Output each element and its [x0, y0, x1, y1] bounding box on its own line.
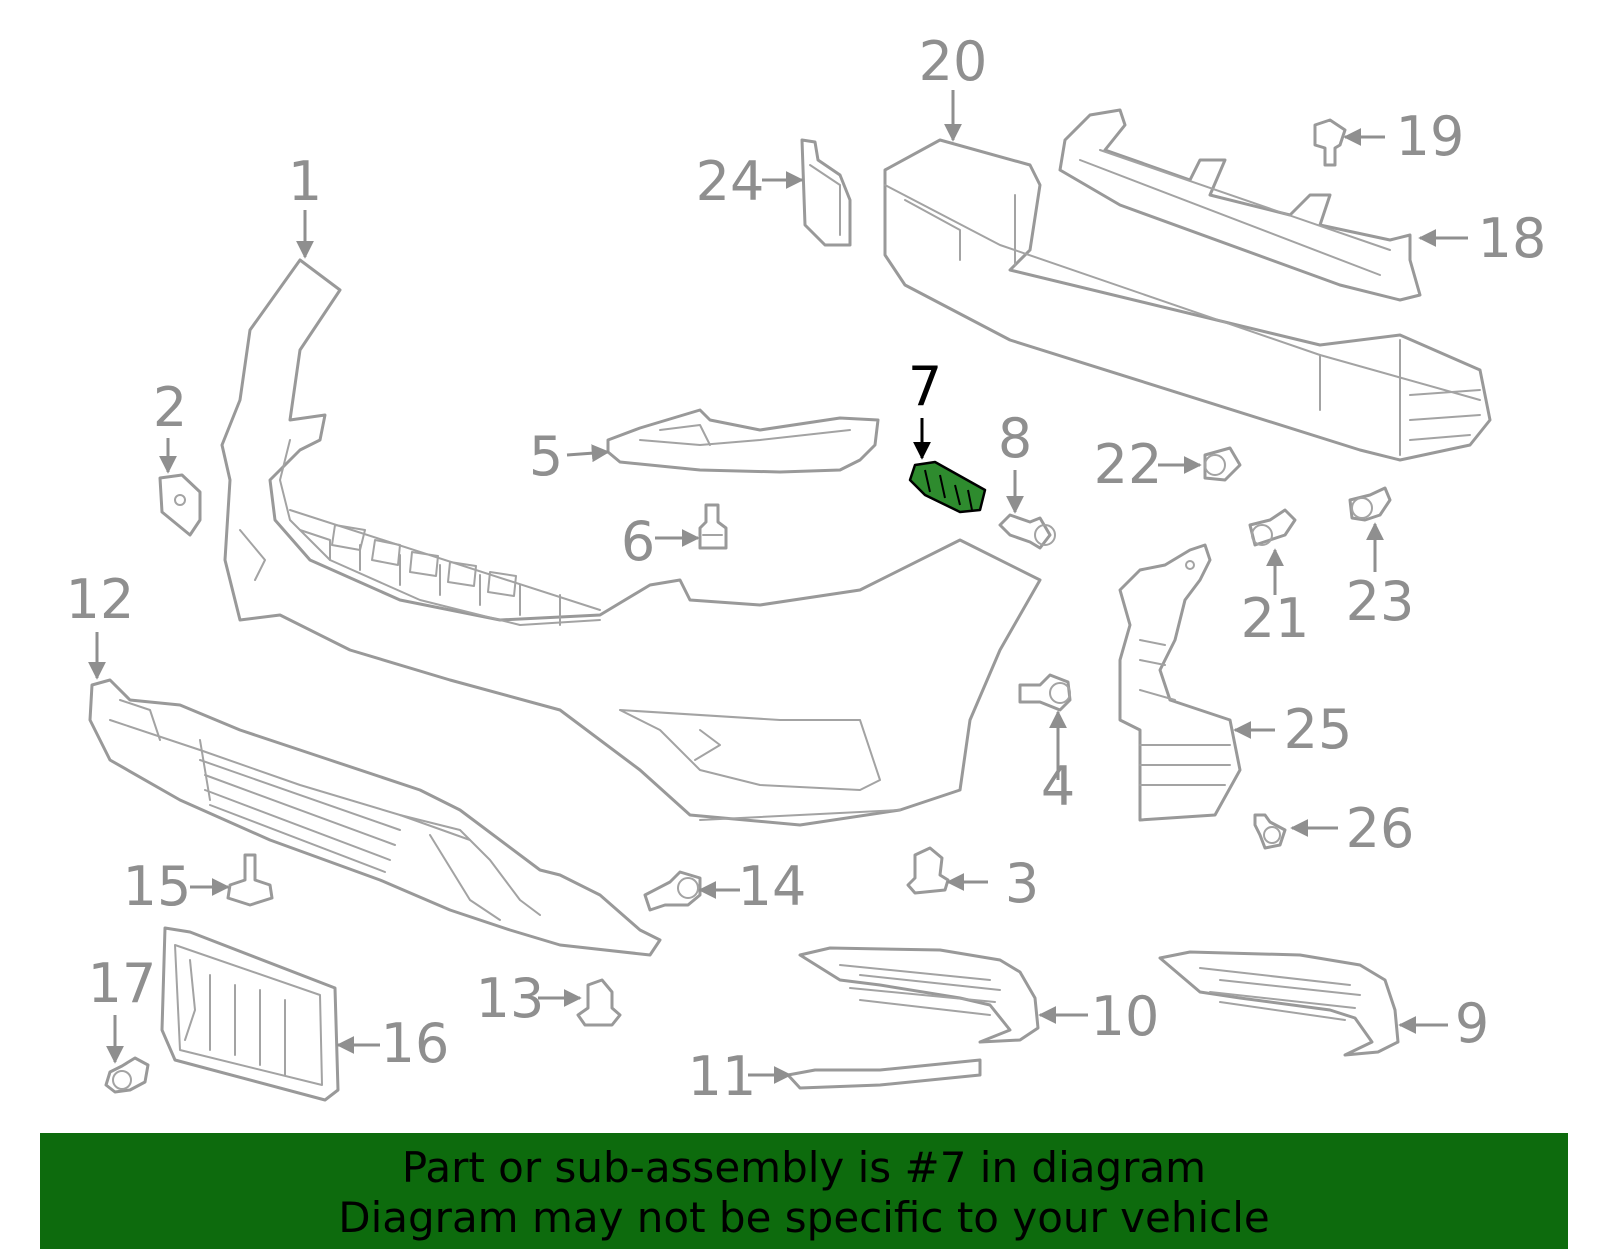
- part-6-bolt[interactable]: [698, 503, 728, 550]
- part-15-bolt[interactable]: [226, 853, 274, 907]
- part-13-clip[interactable]: [576, 978, 622, 1027]
- callout-16: 16: [381, 1012, 450, 1075]
- callout-13: 13: [476, 967, 545, 1030]
- part-16-license-bracket[interactable]: [160, 926, 340, 1102]
- part-21-bolt[interactable]: [1248, 508, 1297, 547]
- part-9-fog-cover[interactable]: [1158, 950, 1400, 1057]
- part-7-highlighted-bracket[interactable]: [908, 460, 987, 514]
- part-11-trim-strip[interactable]: [786, 1058, 982, 1090]
- callout-11: 11: [688, 1045, 757, 1108]
- callout-19: 19: [1396, 105, 1465, 168]
- part-1-bumper-cover[interactable]: [220, 258, 1042, 827]
- callout-8: 8: [998, 407, 1032, 470]
- banner-line-1: Part or sub-assembly is #7 in diagram: [401, 1143, 1207, 1192]
- part-19-bolt[interactable]: [1313, 118, 1347, 167]
- callout-22: 22: [1094, 433, 1163, 496]
- part-2-clip[interactable]: [158, 473, 202, 537]
- leader-arrows: [88, 90, 1468, 1084]
- callout-labels: 1 2 3 4 5 6 7 8 9 10 11 12 13 14 15 16 1…: [66, 30, 1547, 1108]
- part-17-screw[interactable]: [104, 1056, 150, 1094]
- part-4-clip[interactable]: [1018, 673, 1072, 712]
- callout-14: 14: [738, 855, 807, 918]
- callout-12: 12: [66, 568, 135, 631]
- callout-24: 24: [696, 150, 765, 213]
- banner-line-2: Diagram may not be specific to your vehi…: [338, 1193, 1270, 1242]
- part-22-bolt[interactable]: [1203, 446, 1242, 482]
- callout-4: 4: [1041, 755, 1075, 818]
- callout-10: 10: [1091, 985, 1160, 1048]
- part-25-side-stay[interactable]: [1118, 543, 1242, 822]
- callout-26: 26: [1346, 797, 1415, 860]
- part-8-screw[interactable]: [998, 513, 1056, 550]
- part-18-absorber[interactable]: [1058, 108, 1422, 302]
- part-24-bracket[interactable]: [800, 138, 852, 247]
- part-3-clip[interactable]: [906, 846, 950, 895]
- callout-6: 6: [621, 510, 655, 573]
- callout-15: 15: [123, 855, 192, 918]
- callout-1: 1: [288, 150, 322, 213]
- callout-21: 21: [1241, 587, 1310, 650]
- part-12-lower-grille[interactable]: [88, 678, 662, 957]
- callout-17: 17: [88, 952, 157, 1015]
- info-banner: Part or sub-assembly is #7 in diagram Di…: [40, 1133, 1568, 1249]
- callout-9: 9: [1455, 992, 1489, 1055]
- callout-20: 20: [919, 30, 988, 93]
- part-5-side-bracket[interactable]: [606, 408, 880, 474]
- part-20-bumper-beam[interactable]: [883, 138, 1492, 462]
- callout-25: 25: [1284, 698, 1353, 761]
- callout-18: 18: [1478, 207, 1547, 270]
- callout-2: 2: [153, 376, 187, 439]
- callout-5: 5: [529, 425, 563, 488]
- callout-3: 3: [1005, 852, 1039, 915]
- callout-23: 23: [1346, 570, 1415, 633]
- part-26-clip[interactable]: [1253, 813, 1287, 850]
- callout-7-highlighted: 7: [908, 355, 942, 418]
- part-14-screw[interactable]: [643, 870, 702, 912]
- part-23-bolt[interactable]: [1348, 486, 1392, 522]
- part-10-fog-cover[interactable]: [798, 946, 1040, 1044]
